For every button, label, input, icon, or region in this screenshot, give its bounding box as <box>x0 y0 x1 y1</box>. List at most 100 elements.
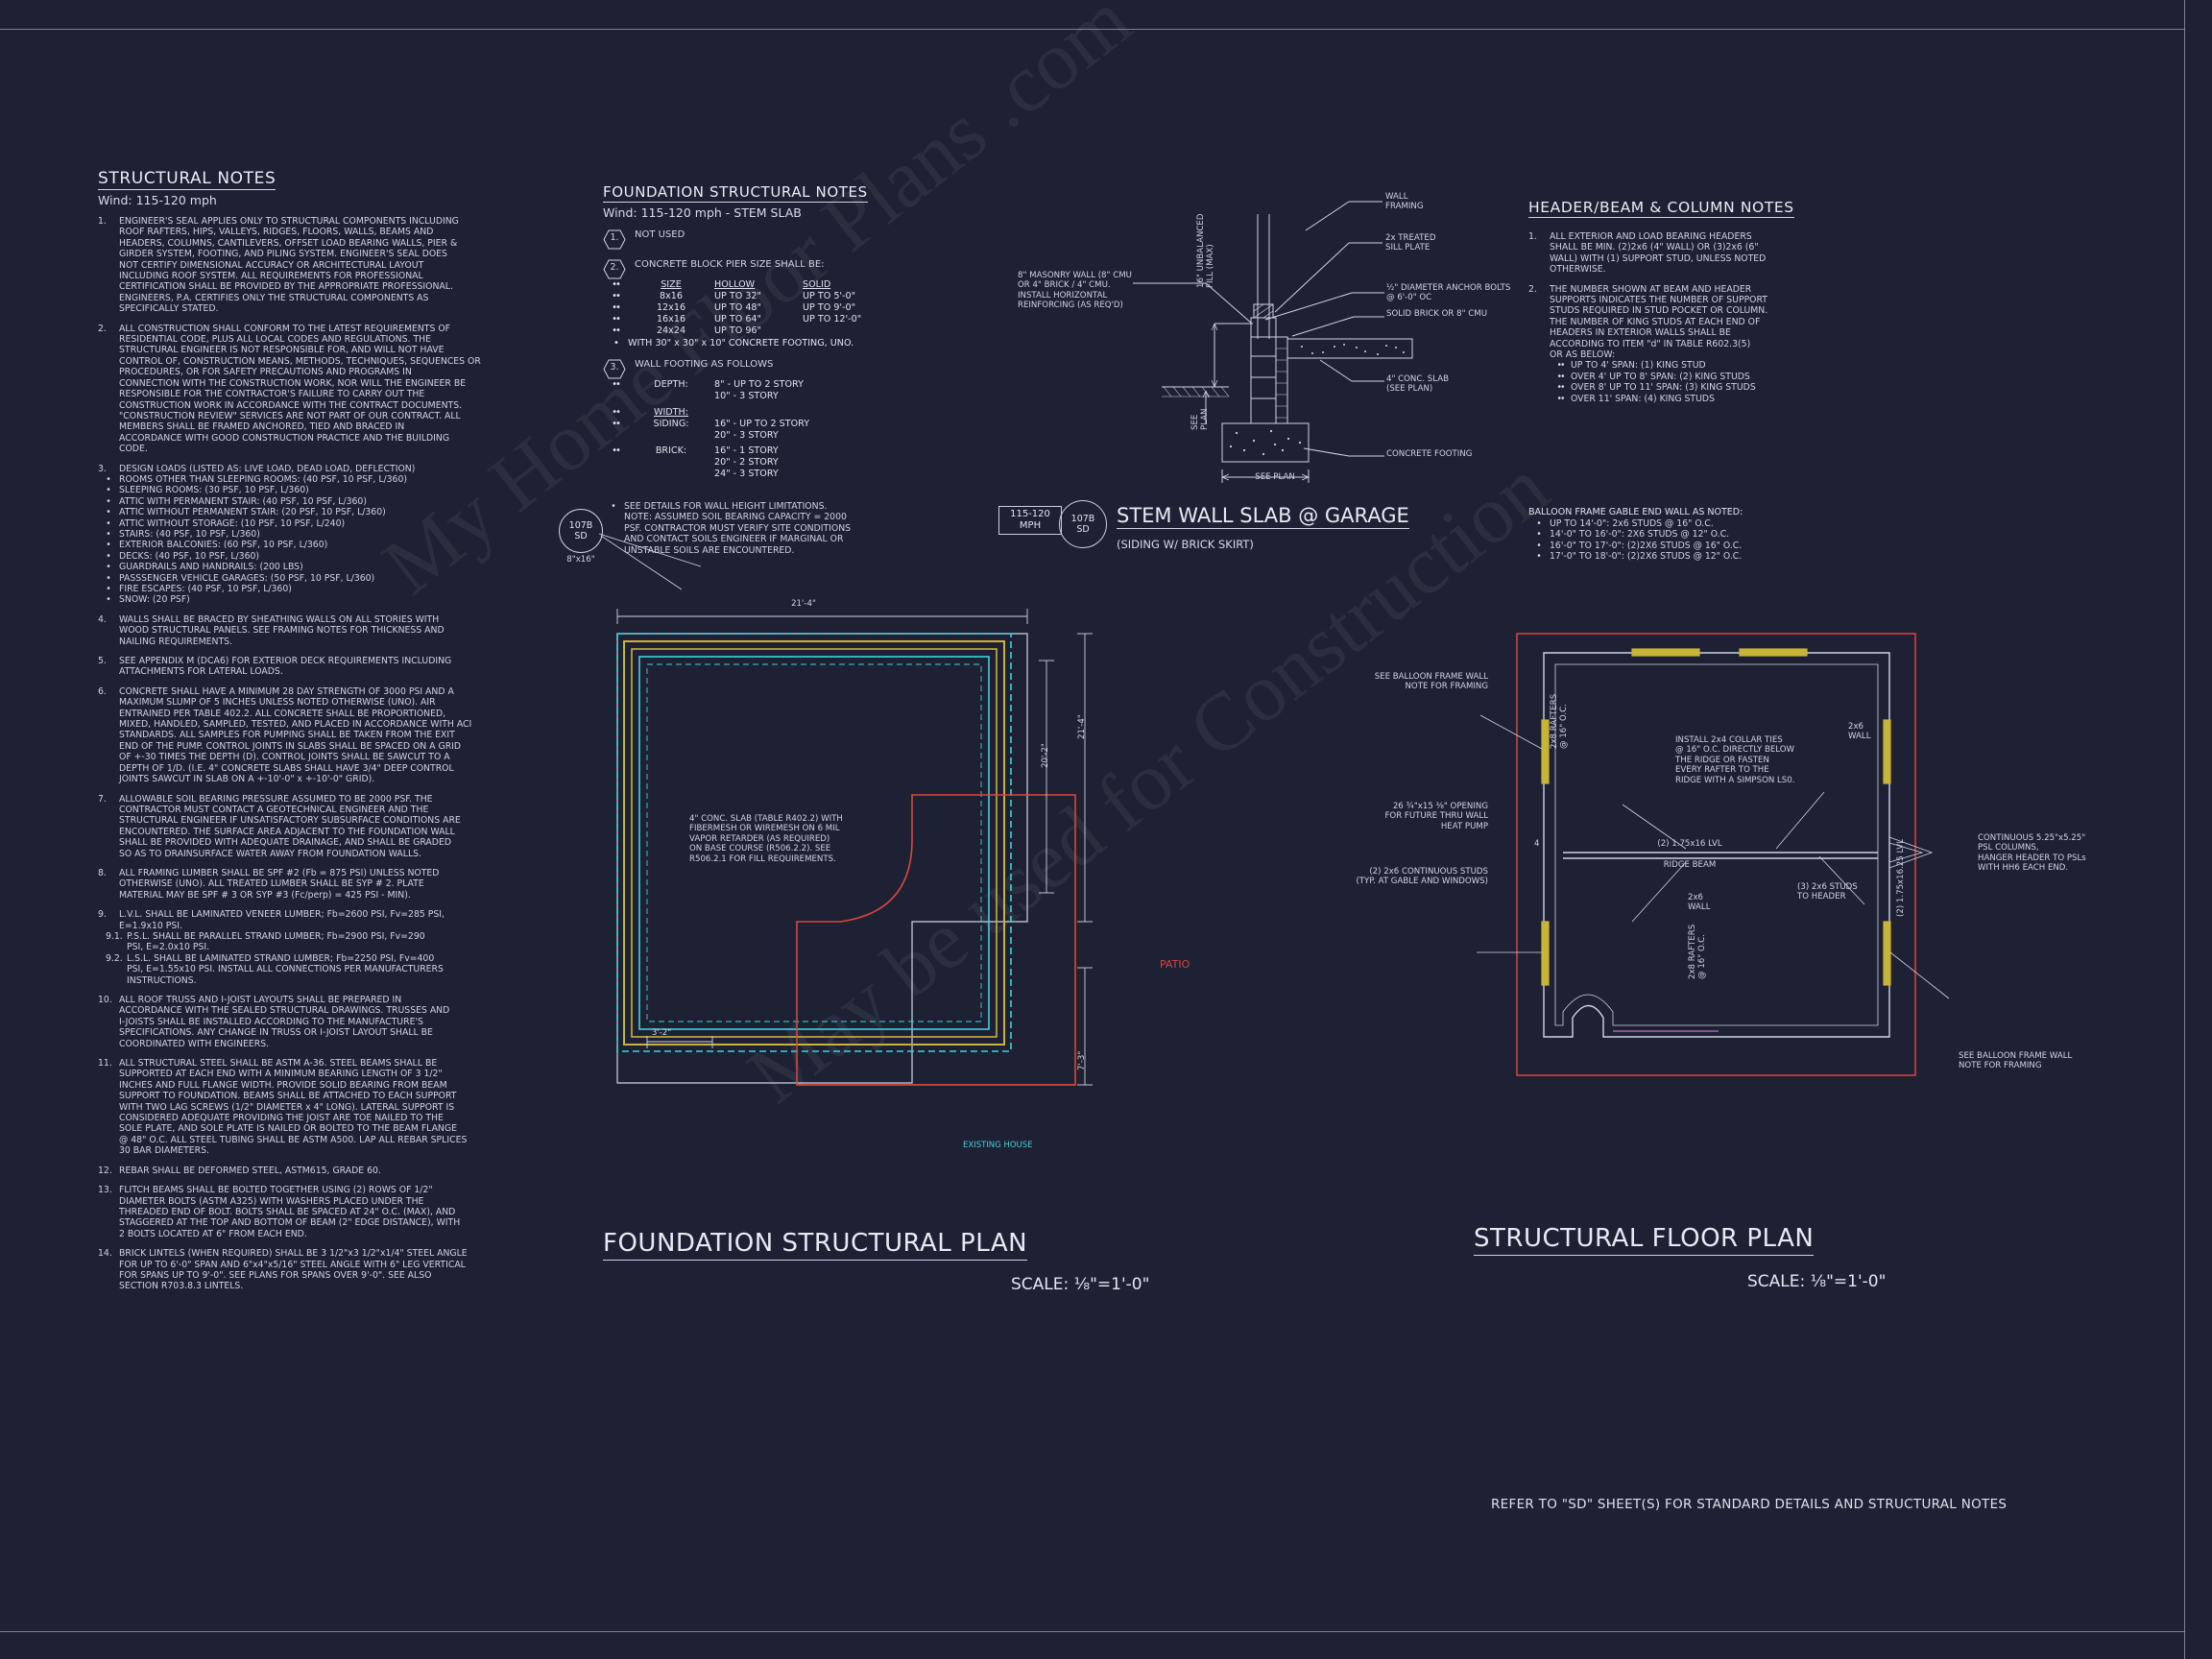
floor-plan-title: STRUCTURAL FLOOR PLAN <box>1474 1224 1815 1256</box>
label-wall-2x6-left: 2x6 WALL <box>1688 893 1711 913</box>
note-number: 7. <box>98 793 107 805</box>
note-text: BRICK LINTELS (WHEN REQUIRED) SHALL BE 3… <box>119 1248 468 1292</box>
cell-solid: UP TO 9'-0" <box>803 302 856 313</box>
cell-solid <box>803 325 891 337</box>
column-header-solid: SOLID <box>803 279 831 290</box>
spacer <box>714 407 920 419</box>
note-number: 1. <box>1528 231 1537 242</box>
keynote-number: 3. <box>610 362 619 373</box>
list-item: ••OVER 8' UP TO 11' SPAN: (3) KING STUDS <box>1550 382 1816 393</box>
list-item: •16'-0" TO 17'-0": (2)2X6 STUDS @ 16" O.… <box>1528 541 1836 551</box>
label-conc-slab: 4" CONC. SLAB (SEE PLAN) <box>1386 374 1450 395</box>
table-row: •• 16x16 UP TO 64" UP TO 12'-0" <box>603 314 920 325</box>
keynote-1: 1. NOT USED <box>603 229 920 250</box>
pier-size-table: •• SIZE HOLLOW SOLID •• 8x16 UP TO 32" U… <box>603 279 920 349</box>
cell-solid: UP TO 5'-0" <box>803 291 856 301</box>
floor-plan-drawing <box>1477 633 1950 1076</box>
note-item: 2. THE NUMBER SHOWN AT BEAM AND HEADER S… <box>1528 284 1816 361</box>
double-bullet-icon: •• <box>1556 382 1566 394</box>
detail-tag-number: 107B <box>1070 514 1095 524</box>
list-item-label: GUARDRAILS AND HANDRAILS: (200 LBS) <box>119 562 303 573</box>
list-item-label: 16'-0" TO 17'-0": (2)2X6 STUDS @ 16" O.C… <box>1550 540 1743 551</box>
list-item-label: ATTIC WITH PERMANENT STAIR: (40 PSF, 10 … <box>119 495 367 507</box>
label-number-4: 4 <box>1534 839 1540 849</box>
double-bullet-icon: •• <box>612 291 621 301</box>
balloon-frame-notes-block: BALLOON FRAME GABLE END WALL AS NOTED: •… <box>1528 507 1836 563</box>
closing-text: SEE DETAILS FOR WALL HEIGHT LIMITATIONS.… <box>624 501 852 556</box>
cell-solid: UP TO 12'-0" <box>803 314 862 325</box>
double-bullet-icon: •• <box>612 445 621 456</box>
hexagon-keynote-icon: 3. <box>603 359 626 379</box>
keynote-3: 3. WALL FOOTING AS FOLLOWS <box>603 359 920 379</box>
dimension-top: 21'-4" <box>791 599 816 609</box>
structural-notes-block: STRUCTURAL NOTES Wind: 115-120 mph 1. EN… <box>98 169 530 1292</box>
list-item-label: OVER 4' UP TO 8' SPAN: (2) KING STUDS <box>1571 371 1750 382</box>
cell-size: 24x24 <box>656 325 686 336</box>
foundation-notes-block: FOUNDATION STRUCTURAL NOTES Wind: 115-12… <box>603 182 920 556</box>
label-heat-pump-opening: 26 ¾"x15 ⅜" OPENING FOR FUTURE THRU WALL… <box>1384 802 1488 831</box>
note-item: 9.1.P.S.L. SHALL BE PARALLEL STRAND LUMB… <box>98 931 530 953</box>
label-wall-framing: WALL FRAMING <box>1385 192 1424 212</box>
list-item: •ROOMS OTHER THAN SLEEPING ROOMS: (40 PS… <box>98 474 530 485</box>
keynote-number: 1. <box>610 232 619 243</box>
double-bullet-icon: •• <box>612 379 621 390</box>
double-bullet-icon: •• <box>1556 360 1566 372</box>
label-wall-2x6-right: 2x6 WALL <box>1848 722 1871 742</box>
king-stud-list: ••UP TO 4' SPAN: (1) KING STUD ••OVER 4'… <box>1550 360 1816 404</box>
list-item: •FIRE ESCAPES: (40 PSF, 10 PSF, L/360) <box>98 584 530 594</box>
note-text: ALL EXTERIOR AND LOAD BEARING HEADERS SH… <box>1550 231 1767 276</box>
foundation-pier-tag: 107B SD <box>559 509 603 553</box>
balloon-frame-heading: BALLOON FRAME GABLE END WALL AS NOTED: <box>1528 507 1743 517</box>
list-item: ••OVER 4' UP TO 8' SPAN: (2) KING STUDS <box>1550 372 1816 382</box>
table-row: •• 8x16 UP TO 32" UP TO 5'-0" <box>603 291 920 302</box>
label-concrete-footing: CONCRETE FOOTING <box>1386 449 1473 459</box>
note-item: 7.ALLOWABLE SOIL BEARING PRESSURE ASSUME… <box>98 794 530 859</box>
list-item: ••UP TO 4' SPAN: (1) KING STUD <box>1550 360 1816 371</box>
list-item: •17'-0" TO 18'-0": (2)2X6 STUDS @ 12" O.… <box>1528 551 1836 562</box>
list-item: •PASSSENGER VEHICLE GARAGES: (50 PSF, 10… <box>98 573 530 584</box>
foundation-plan-drawing <box>600 535 1093 1086</box>
table-row: 10" - 3 STORY <box>603 391 920 402</box>
patio-label: PATIO <box>1160 958 1190 971</box>
note-number: 2. <box>1528 283 1537 295</box>
list-item: •ATTIC WITH PERMANENT STAIR: (40 PSF, 10… <box>98 496 530 507</box>
cell-hollow: UP TO 32" <box>714 291 761 301</box>
cell-value: 10" - 3 STORY <box>714 391 779 401</box>
note-text: ALL ROOF TRUSS AND I-JOIST LAYOUTS SHALL… <box>119 995 450 1049</box>
table-header-row: •• SIZE HOLLOW SOLID <box>603 279 920 291</box>
bullet-icon: • <box>106 473 111 485</box>
note-number: 5. <box>98 656 107 667</box>
label-continuous-studs: (2) 2x6 CONTINUOUS STUDS (TYP. AT GABLE … <box>1356 867 1488 887</box>
note-text: SEE APPENDIX M (DCA6) FOR EXTERIOR DECK … <box>119 656 452 678</box>
bullet-icon: • <box>106 594 111 606</box>
table-row: •• SIDING: 16" - UP TO 2 STORY <box>603 419 920 430</box>
note-text: FLITCH BEAMS SHALL BE BOLTED TOGETHER US… <box>119 1185 461 1239</box>
structural-notes-title: STRUCTURAL NOTES <box>98 169 276 190</box>
bullet-icon: • <box>106 540 111 551</box>
bullet-icon: • <box>106 517 111 529</box>
double-bullet-icon: •• <box>1556 393 1566 404</box>
spacer <box>628 457 714 469</box>
pier-tag-size-label: 8"x16" <box>566 555 595 565</box>
design-loads-bullets: •ROOMS OTHER THAN SLEEPING ROOMS: (40 PS… <box>98 474 530 606</box>
note-text: L.S.L. SHALL BE LAMINATED STRAND LUMBER;… <box>127 952 444 986</box>
sheet-border-right <box>2184 0 2185 1659</box>
table-row: 20" - 3 STORY <box>603 430 920 442</box>
dimension-right: 21'-4" <box>1077 714 1087 739</box>
keynote-number: 2. <box>610 262 619 273</box>
list-item-label: UP TO 14'-0": 2x6 STUDS @ 16" O.C. <box>1550 518 1714 529</box>
cell-value: 20" - 3 STORY <box>714 430 779 441</box>
pier-tag-sheet: SD <box>574 531 588 541</box>
table-row: 20" - 2 STORY <box>603 457 920 469</box>
list-item-label: SLEEPING ROOMS: (30 PSF, 10 PSF, L/360) <box>119 485 309 496</box>
wind-speed-tag: 115-120 MPH <box>998 506 1062 535</box>
note-text: CONCRETE SHALL HAVE A MINIMUM 28 DAY STR… <box>119 685 472 785</box>
note-number: 4. <box>98 613 107 625</box>
foundation-closing-note: • SEE DETAILS FOR WALL HEIGHT LIMITATION… <box>603 501 920 556</box>
hexagon-keynote-icon: 2. <box>603 259 626 279</box>
label-collar-ties: INSTALL 2x4 COLLAR TIES @ 16" O.C. DIREC… <box>1675 735 1795 785</box>
note-number: 8. <box>98 867 107 878</box>
list-item-label: SNOW: (20 PSF) <box>119 594 190 606</box>
label-lvl-right: (2) 1.75x16.25 LVL <box>1896 839 1906 917</box>
